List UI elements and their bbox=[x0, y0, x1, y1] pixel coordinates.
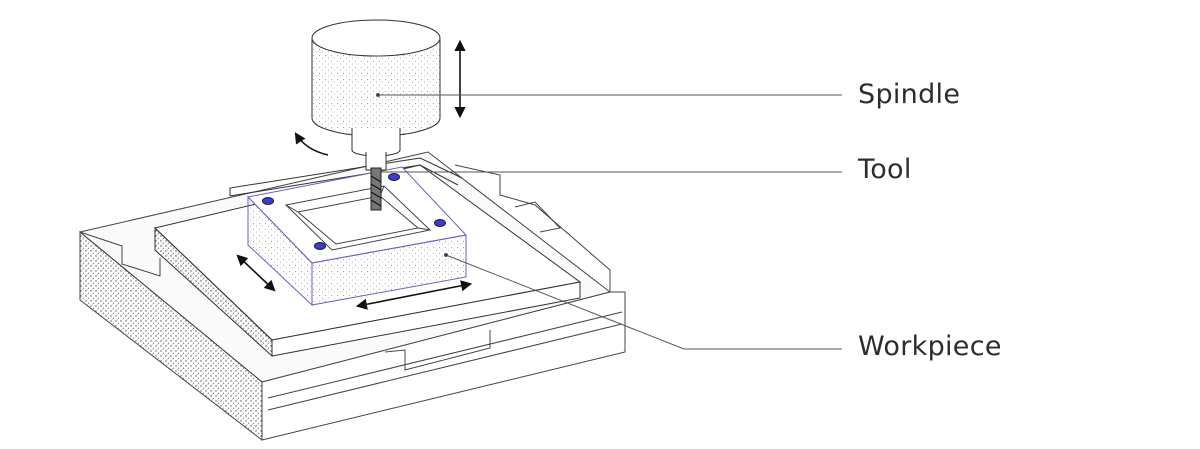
workpiece bbox=[246, 166, 467, 307]
table-ridge bbox=[229, 164, 459, 197]
workpiece-leader-dot bbox=[444, 253, 448, 257]
workpiece-label: Workpiece bbox=[858, 331, 1002, 362]
base-step-left bbox=[79, 231, 161, 277]
table-ridge-2 bbox=[229, 157, 463, 196]
spindle-top bbox=[311, 19, 441, 57]
clamp-bolt bbox=[388, 173, 400, 181]
workpiece-front-face bbox=[311, 234, 467, 306]
base-notch-right bbox=[514, 201, 561, 233]
spindle-label: Spindle bbox=[858, 79, 961, 110]
clamp-bolt bbox=[262, 197, 274, 205]
base-rail-right bbox=[454, 164, 611, 292]
clamp-bolt bbox=[434, 219, 446, 227]
spindle-collar bbox=[351, 128, 401, 157]
tool bbox=[370, 167, 382, 211]
y-axis-arrow bbox=[236, 254, 276, 292]
base-groove-2 bbox=[267, 311, 623, 399]
tool-flutes bbox=[370, 175, 382, 207]
base-groove-1 bbox=[267, 323, 623, 411]
base-step-right bbox=[384, 330, 491, 371]
table-front-edge bbox=[271, 281, 581, 357]
clamp-bolt bbox=[314, 242, 326, 250]
tool-shank bbox=[370, 167, 382, 211]
spindle-chuck bbox=[365, 152, 387, 171]
leader-lines bbox=[376, 93, 842, 350]
tool-label: Tool bbox=[858, 154, 912, 185]
base-front-face bbox=[261, 291, 626, 441]
rotation-arrow bbox=[294, 132, 329, 156]
spindle-leader-dot bbox=[376, 93, 380, 97]
x-axis-arrow bbox=[355, 280, 473, 310]
workpiece-leader bbox=[445, 254, 842, 350]
spindle bbox=[311, 19, 441, 171]
